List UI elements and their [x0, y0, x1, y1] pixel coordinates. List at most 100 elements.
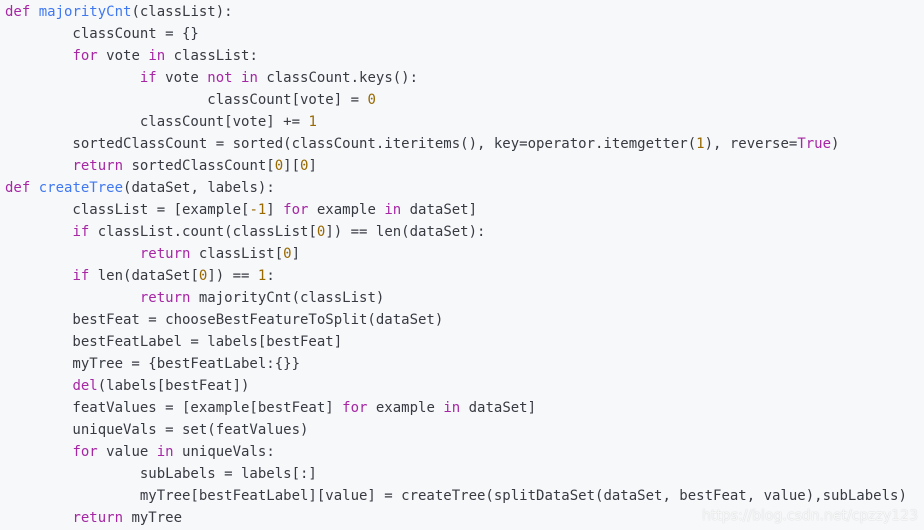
- code-token-kw: return: [72, 510, 124, 526]
- code-token-num: 0: [198, 268, 208, 284]
- code-token-plain: ]: [308, 158, 317, 174]
- code-content: def majorityCnt(classList): classCount =…: [5, 1, 907, 529]
- code-token-kw: return: [139, 246, 191, 262]
- code-token-plain: classList:: [165, 48, 258, 64]
- code-token-plain: value: [97, 444, 157, 460]
- code-token-plain: ][: [283, 158, 301, 174]
- code-token-plain: (labels[bestFeat]): [97, 378, 250, 394]
- code-token-plain: sortedClassCount[: [123, 158, 275, 174]
- code-token-plain: sortedClassCount = sorted(classCount.ite…: [5, 136, 697, 152]
- code-line: featValues = [example[bestFeat] for exam…: [5, 397, 907, 419]
- code-token-plain: majorityCnt(classList): [190, 290, 385, 306]
- code-token-plain: uniqueVals:: [173, 444, 275, 460]
- code-token-kw: return: [139, 290, 191, 306]
- code-token-plain: [30, 180, 38, 196]
- code-token-plain: uniqueVals = set(featValues): [5, 422, 309, 438]
- code-line: bestFeat = chooseBestFeatureToSplit(data…: [5, 309, 907, 331]
- code-token-kw: in: [241, 70, 258, 86]
- code-token-plain: example: [367, 400, 444, 416]
- code-token-plain: [30, 4, 38, 20]
- code-token-num: 0: [283, 246, 292, 262]
- code-token-num: 1: [257, 268, 267, 284]
- code-token-plain: len(dataSet[: [89, 268, 199, 284]
- code-token-kw: return: [72, 158, 124, 174]
- code-token-plain: myTree[bestFeatLabel][value] = createTre…: [5, 488, 907, 504]
- code-token-plain: (dataSet, labels):: [123, 180, 275, 196]
- code-token-plain: ): [831, 136, 840, 152]
- code-token-plain: example: [308, 202, 385, 218]
- code-line: return sortedClassCount[0][0]: [5, 155, 907, 177]
- code-token-kw: if: [139, 70, 157, 86]
- code-token-plain: classCount.keys():: [257, 70, 419, 86]
- code-token-kw: for: [72, 48, 98, 64]
- code-token-plain: myTree = {bestFeatLabel:{}}: [5, 356, 301, 372]
- code-token-num: 0: [274, 158, 284, 174]
- code-token-num: 1: [308, 114, 317, 130]
- code-token-num: 1: [696, 136, 705, 152]
- code-token-kw: del: [72, 378, 98, 394]
- code-line: classList = [example[-1] for example in …: [5, 199, 907, 221]
- code-line: bestFeatLabel = labels[bestFeat]: [5, 331, 907, 353]
- code-token-plain: [5, 70, 140, 86]
- code-token-fn: createTree: [38, 180, 124, 196]
- code-token-plain: dataSet]: [460, 400, 537, 416]
- code-token-plain: ]) == len(dataSet):: [325, 224, 486, 240]
- code-token-plain: [5, 378, 72, 394]
- code-token-plain: [5, 510, 72, 526]
- code-token-num: 0: [367, 92, 376, 108]
- code-token-kw: in: [148, 48, 166, 64]
- code-token-plain: (classList):: [131, 4, 233, 20]
- code-token-plain: ]) ==: [207, 268, 258, 284]
- code-token-plain: ]: [266, 202, 284, 218]
- watermark: https://blog.csdn.net/cpzzy123: [701, 508, 918, 524]
- code-token-plain: bestFeatLabel = labels[bestFeat]: [5, 334, 343, 350]
- code-line: sortedClassCount = sorted(classCount.ite…: [5, 133, 907, 155]
- code-line: classCount[vote] += 1: [5, 111, 907, 133]
- code-token-kw: in: [443, 400, 461, 416]
- code-token-plain: classList = [example[: [5, 202, 250, 218]
- code-token-kw: if: [72, 268, 90, 284]
- code-token-fn: majorityCnt: [38, 4, 132, 20]
- code-token-plain: classCount = {}: [5, 26, 199, 42]
- code-token-kw: for: [342, 400, 368, 416]
- code-token-num: 0: [316, 224, 326, 240]
- code-token-plain: vote: [97, 48, 149, 64]
- code-token-kw: if: [72, 224, 90, 240]
- code-line: return myTree: [5, 507, 907, 529]
- code-token-plain: :: [266, 268, 275, 284]
- code-token-plain: [5, 444, 72, 460]
- code-token-plain: featValues = [example[bestFeat]: [5, 400, 343, 416]
- code-token-plain: bestFeat = chooseBestFeatureToSplit(data…: [5, 312, 444, 328]
- code-line: if vote not in classCount.keys():: [5, 67, 907, 89]
- code-token-plain: [5, 48, 72, 64]
- code-line: classCount[vote] = 0: [5, 89, 907, 111]
- code-token-plain: [5, 290, 140, 306]
- code-line: return classList[0]: [5, 243, 907, 265]
- code-line: subLabels = labels[:]: [5, 463, 907, 485]
- code-token-plain: [233, 70, 241, 86]
- code-token-kw: for: [72, 444, 98, 460]
- code-line: if classList.count(classList[0]) == len(…: [5, 221, 907, 243]
- code-token-plain: myTree: [123, 510, 183, 526]
- code-token-plain: subLabels = labels[:]: [5, 466, 317, 482]
- code-line: if len(dataSet[0]) == 1:: [5, 265, 907, 287]
- code-token-kw: not: [207, 70, 233, 86]
- code-token-plain: classList.count(classList[: [89, 224, 317, 240]
- code-line: def createTree(dataSet, labels):: [5, 177, 907, 199]
- code-token-num: 0: [300, 158, 309, 174]
- code-token-plain: [5, 158, 72, 174]
- code-token-plain: ), reverse=: [704, 136, 798, 152]
- code-token-kw: for: [283, 202, 309, 218]
- code-line: def majorityCnt(classList):: [5, 1, 907, 23]
- code-token-plain: classCount[vote] =: [5, 92, 368, 108]
- code-token-plain: [5, 224, 72, 240]
- code-token-kw: True: [797, 136, 832, 152]
- code-token-kw: def: [5, 180, 31, 196]
- code-line: del(labels[bestFeat]): [5, 375, 907, 397]
- code-line: classCount = {}: [5, 23, 907, 45]
- code-line: myTree[bestFeatLabel][value] = createTre…: [5, 485, 907, 507]
- code-token-plain: classList[: [190, 246, 284, 262]
- code-token-kw: def: [5, 4, 31, 20]
- code-token-plain: classCount[vote] +=: [5, 114, 309, 130]
- code-token-plain: [5, 246, 140, 262]
